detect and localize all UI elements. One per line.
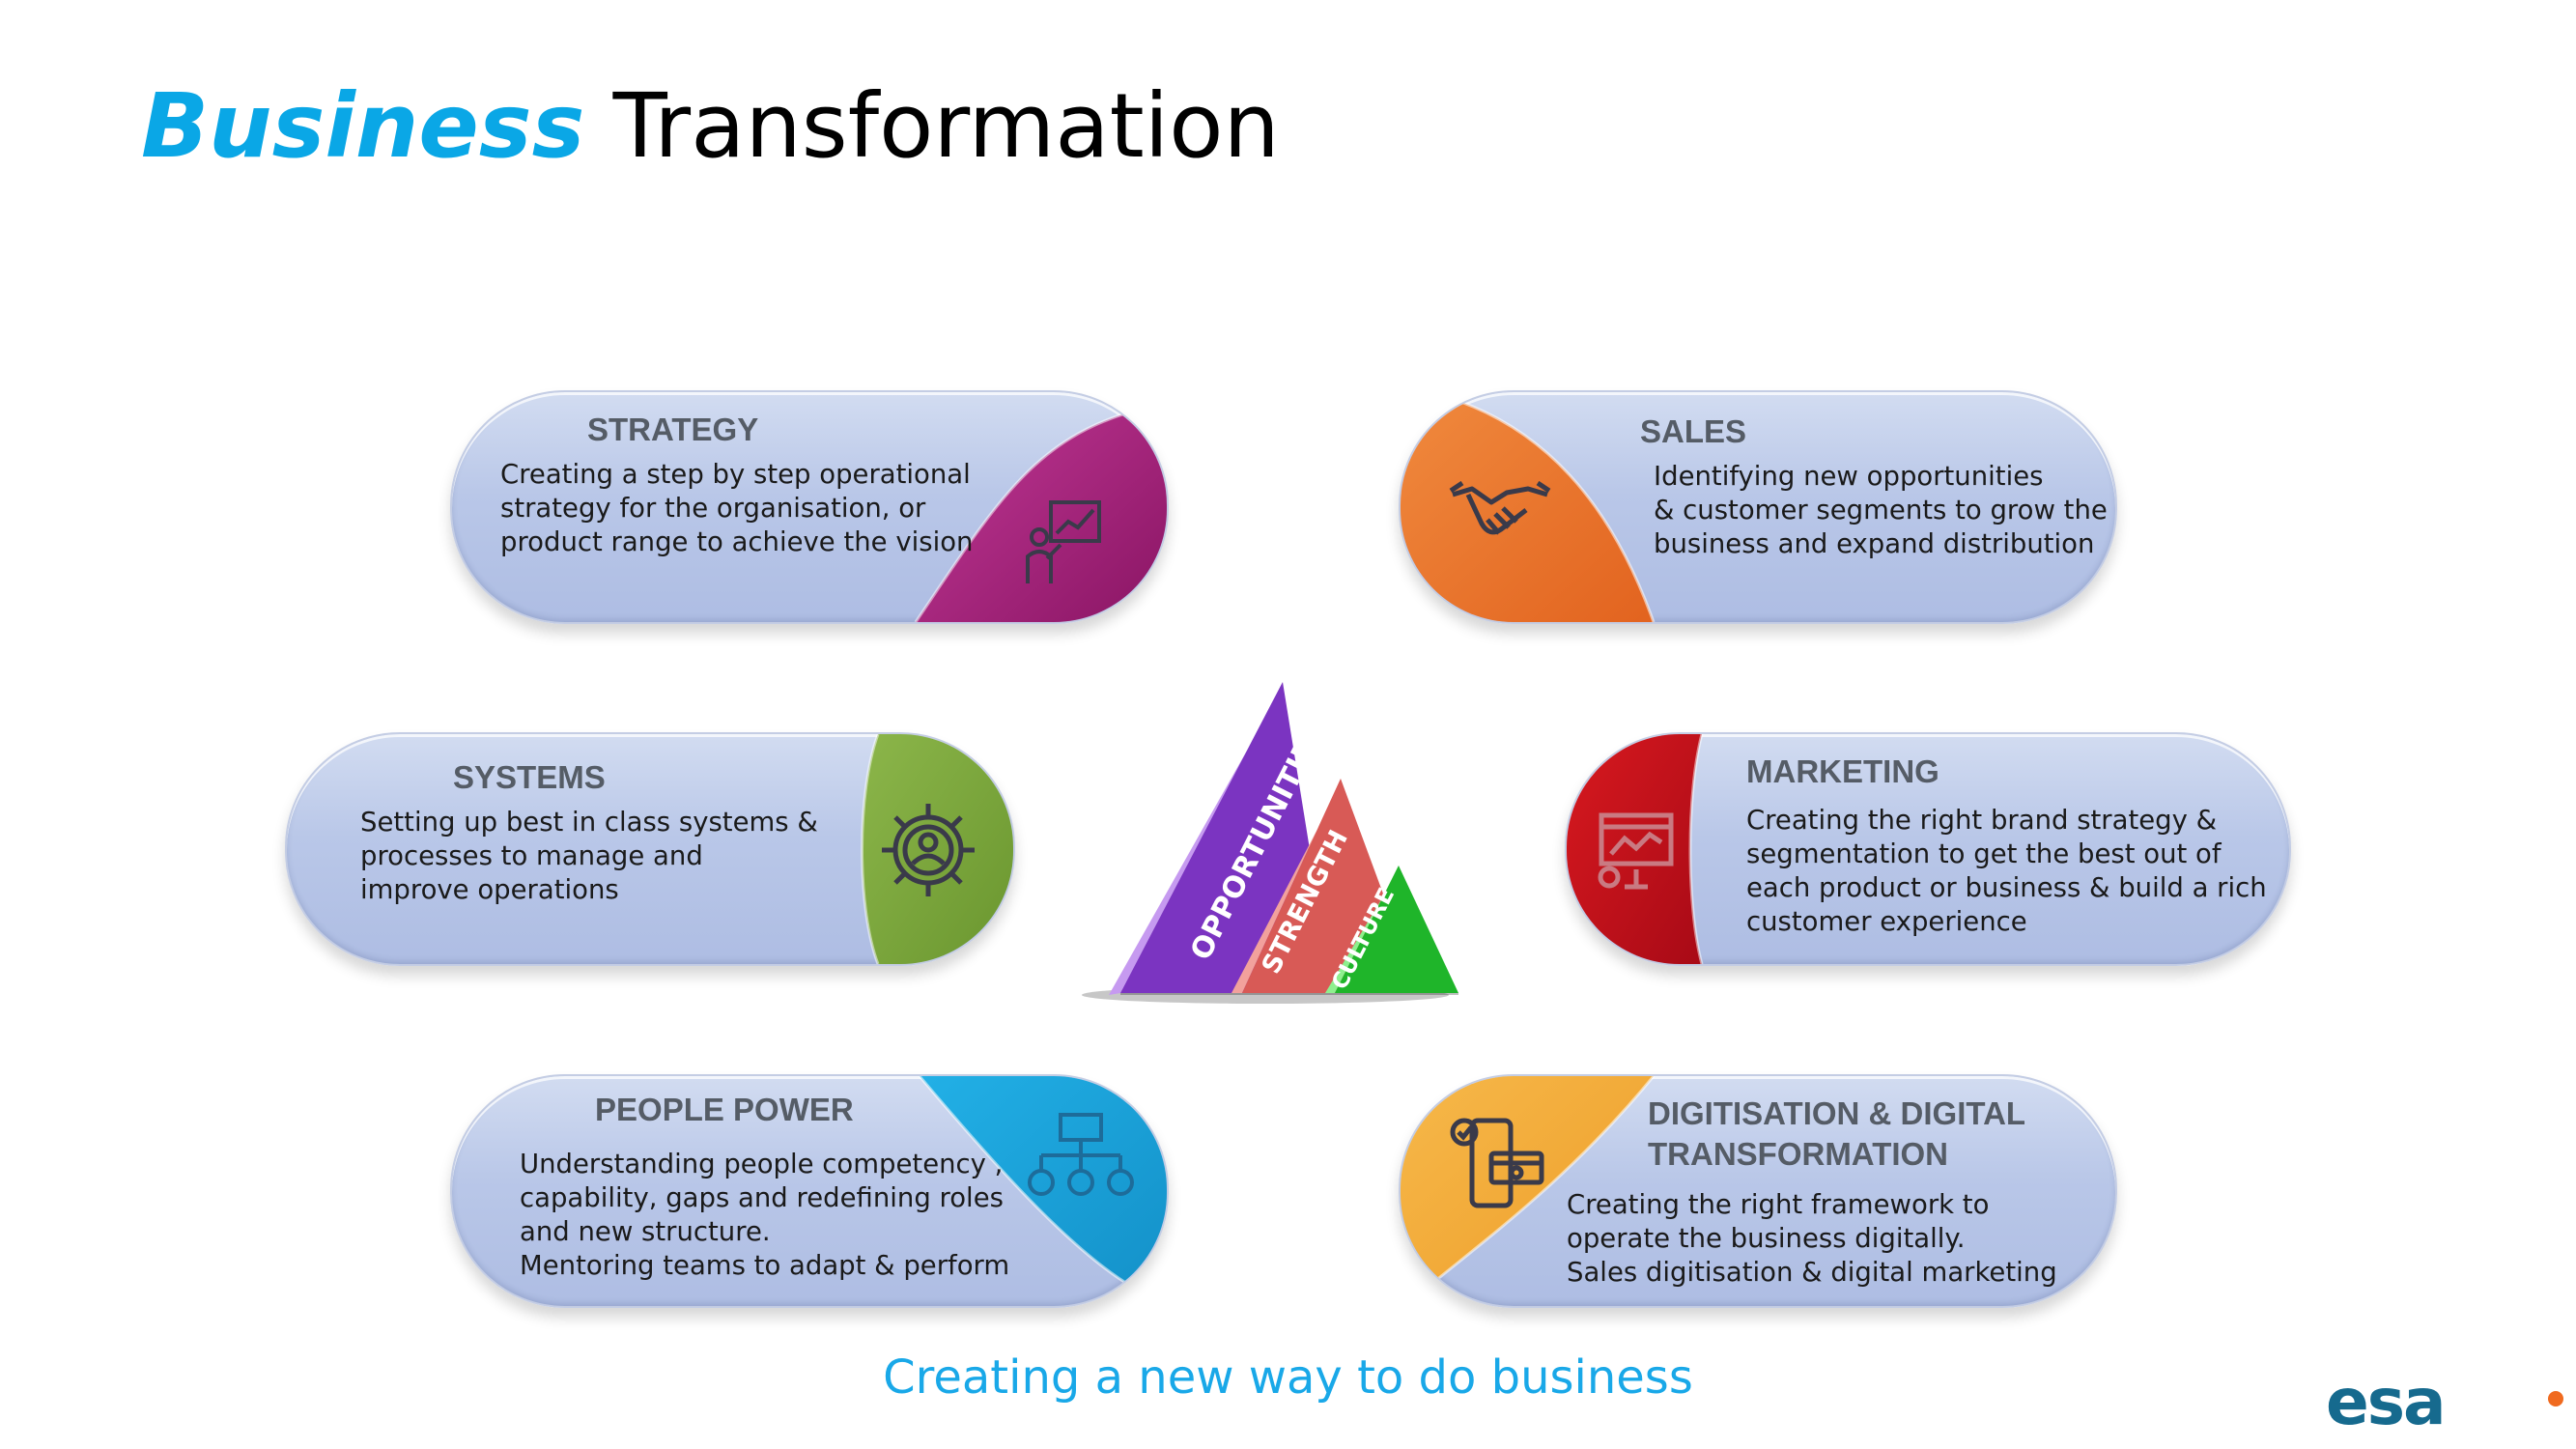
org-chart-icon	[1028, 1113, 1134, 1196]
people-color-cap	[918, 1076, 1167, 1306]
logo-dot	[2548, 1391, 2563, 1406]
presentation-chart-icon	[1026, 500, 1101, 583]
logo-text: esa	[2326, 1370, 2445, 1437]
systems-card: SYSTEMS Setting up best in class systems…	[285, 732, 1015, 966]
pyramid-diagram: OPPORTUNITIES STRENGTH CULTURE	[1082, 682, 1458, 1004]
gear-person-icon	[882, 804, 975, 896]
page-title: Business Transformation	[141, 77, 1280, 175]
people-text: Understanding people competency , capabi…	[520, 1149, 1010, 1281]
handshake-icon	[1449, 481, 1551, 535]
people-heading: PEOPLE POWER	[595, 1092, 854, 1127]
title-rest: Transformation	[612, 74, 1280, 178]
marketing-card: MARKETING Creating the right brand strat…	[1565, 732, 2291, 966]
systems-text: Setting up best in class systems & proce…	[360, 807, 818, 905]
strategy-color-cap	[914, 392, 1167, 622]
sales-color-cap	[1401, 392, 1656, 622]
mobile-payment-icon	[1450, 1118, 1544, 1208]
systems-heading: SYSTEMS	[453, 759, 606, 795]
tagline: Creating a new way to do business	[883, 1350, 1693, 1405]
marketing-text: Creating the right brand strategy & segm…	[1746, 805, 2267, 937]
marketing-board-icon	[1598, 812, 1674, 890]
sales-card: SALES Identifying new opportunities & cu…	[1399, 390, 2117, 624]
strategy-text: Creating a step by step operational stra…	[500, 459, 974, 557]
pyramid-culture	[1335, 866, 1458, 993]
title-accent: Business	[141, 74, 585, 178]
digital-text: Creating the right framework to operate …	[1567, 1189, 2057, 1288]
people-power-card: PEOPLE POWER Understanding people compet…	[450, 1074, 1169, 1308]
esa-logo-icon: esa	[2326, 1370, 2563, 1437]
strategy-card: STRATEGY Creating a step by step operati…	[450, 390, 1169, 624]
digital-card: DIGITISATION & DIGITAL TRANSFORMATION Cr…	[1399, 1074, 2117, 1308]
digital-heading: DIGITISATION & DIGITAL TRANSFORMATION	[1648, 1095, 2026, 1172]
sales-heading: SALES	[1640, 413, 1747, 449]
systems-color-cap	[861, 734, 1013, 964]
strategy-heading: STRATEGY	[587, 412, 759, 447]
marketing-heading: MARKETING	[1746, 753, 1939, 789]
sales-text: Identifying new opportunities & customer…	[1654, 461, 2108, 559]
